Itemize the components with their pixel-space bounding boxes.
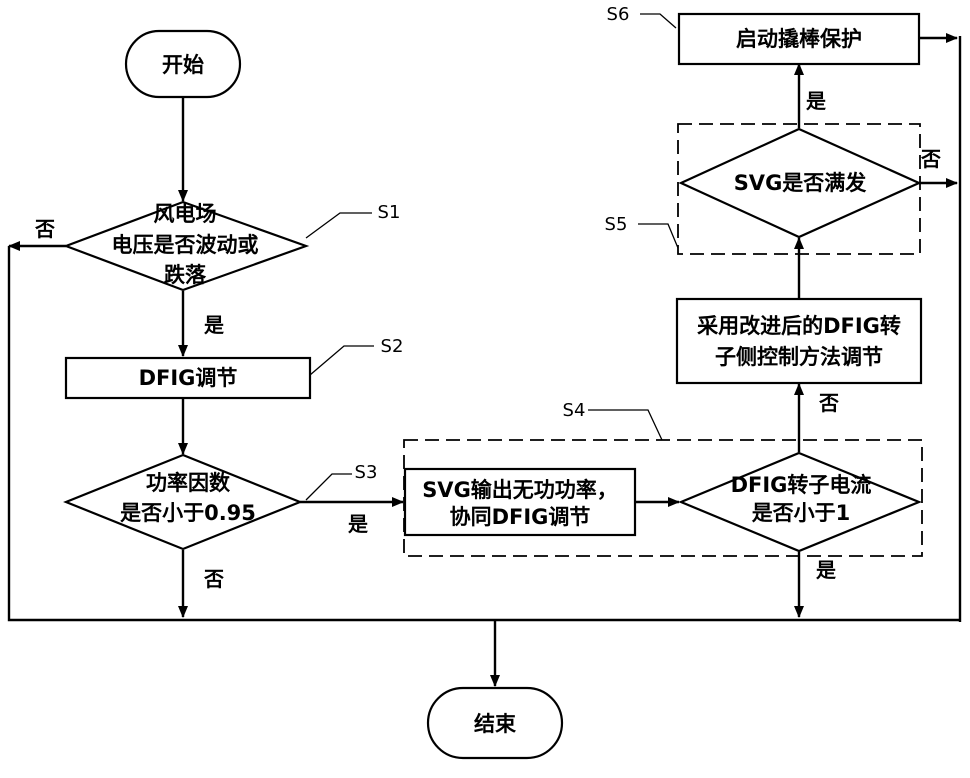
s1-line-2: 电压是否波动或 — [112, 233, 259, 257]
end-node: 结束 — [428, 688, 562, 758]
rotor-current-decision: DFIG转子电流 是否小于1 — [681, 453, 919, 551]
step-label-s5: S5 — [605, 214, 628, 235]
step-label-s4: S4 — [563, 400, 586, 421]
step-leaders — [306, 14, 678, 500]
s1-line-3: 跌落 — [164, 263, 207, 287]
step-label-s2: S2 — [381, 336, 404, 357]
svg-full-decision: SVG是否满发 — [681, 129, 919, 237]
edge-label-rotor-no: 否 — [818, 391, 839, 415]
start-label: 开始 — [162, 53, 204, 77]
edge-label-s1-yes: 是 — [203, 313, 224, 337]
s3-line-2: 是否小于0.95 — [120, 501, 256, 525]
improved-line-1: 采用改进后的DFIG转 — [697, 314, 901, 338]
rotor-line-2: 是否小于1 — [752, 501, 851, 525]
start-node: 开始 — [126, 31, 240, 97]
s1-decision: 风电场 电压是否波动或 跌落 — [66, 202, 306, 290]
s3-decision: 功率因数 是否小于0.95 — [66, 455, 300, 549]
svg-output-process: SVG输出无功功率， 协同DFIG调节 — [405, 469, 635, 535]
svg-full-label: SVG是否满发 — [734, 171, 868, 195]
edge-label-svg-full-yes: 是 — [805, 89, 826, 113]
step-label-s1: S1 — [378, 202, 401, 223]
improved-line-2: 子侧控制方法调节 — [715, 345, 883, 369]
s6-label: 启动撬棒保护 — [736, 27, 862, 51]
end-label: 结束 — [474, 712, 517, 736]
step-label-s6: S6 — [607, 4, 630, 25]
svg-output-line-1: SVG输出无功功率， — [422, 478, 618, 502]
improved-control-process: 采用改进后的DFIG转 子侧控制方法调节 — [677, 299, 921, 383]
edge-label-s1-no: 否 — [34, 217, 55, 241]
svg-output-line-2: 协同DFIG调节 — [450, 505, 591, 529]
s6-process: 启动撬棒保护 — [679, 14, 919, 64]
step-label-s3: S3 — [355, 462, 378, 483]
s2-label: DFIG调节 — [139, 366, 238, 390]
s3-line-1: 功率因数 — [146, 471, 231, 495]
edge-label-s3-yes: 是 — [347, 512, 368, 536]
edge-label-rotor-yes: 是 — [815, 558, 836, 582]
rotor-line-1: DFIG转子电流 — [731, 473, 872, 497]
edge-label-s3-no: 否 — [203, 567, 224, 591]
s2-process: DFIG调节 — [66, 358, 310, 398]
edge-label-svg-full-no: 否 — [920, 147, 941, 171]
s1-line-1: 风电场 — [154, 202, 217, 226]
